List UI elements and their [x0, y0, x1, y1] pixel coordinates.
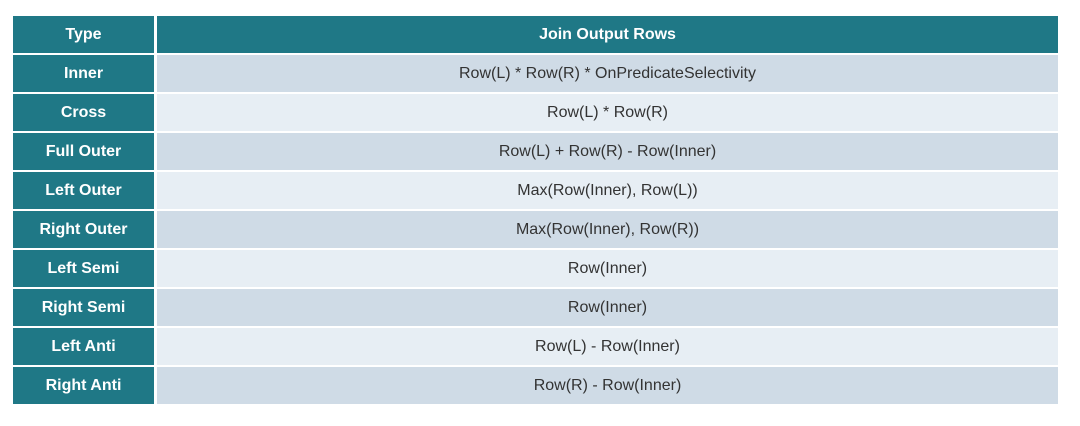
table-row: Right Semi Row(Inner) [13, 289, 1058, 328]
row-output-cell: Max(Row(Inner), Row(R)) [157, 211, 1058, 250]
row-type-cell: Left Anti [13, 328, 157, 367]
row-output-cell: Row(L) - Row(Inner) [157, 328, 1058, 367]
row-output-cell: Row(L) + Row(R) - Row(Inner) [157, 133, 1058, 172]
row-output-cell: Max(Row(Inner), Row(L)) [157, 172, 1058, 211]
row-output-cell: Row(L) * Row(R) * OnPredicateSelectivity [157, 55, 1058, 94]
table-row: Right Outer Max(Row(Inner), Row(R)) [13, 211, 1058, 250]
table-row: Inner Row(L) * Row(R) * OnPredicateSelec… [13, 55, 1058, 94]
table-row: Left Anti Row(L) - Row(Inner) [13, 328, 1058, 367]
table-row: Left Outer Max(Row(Inner), Row(L)) [13, 172, 1058, 211]
row-type-cell: Right Outer [13, 211, 157, 250]
row-output-cell: Row(R) - Row(Inner) [157, 367, 1058, 406]
row-type-cell: Left Outer [13, 172, 157, 211]
join-output-table: Type Join Output Rows Inner Row(L) * Row… [13, 16, 1058, 406]
column-header-type: Type [13, 16, 157, 55]
row-type-cell: Right Semi [13, 289, 157, 328]
table-row: Right Anti Row(R) - Row(Inner) [13, 367, 1058, 406]
row-output-cell: Row(L) * Row(R) [157, 94, 1058, 133]
table-row: Full Outer Row(L) + Row(R) - Row(Inner) [13, 133, 1058, 172]
table-row: Cross Row(L) * Row(R) [13, 94, 1058, 133]
table-row: Left Semi Row(Inner) [13, 250, 1058, 289]
row-output-cell: Row(Inner) [157, 250, 1058, 289]
column-header-output: Join Output Rows [157, 16, 1058, 55]
row-type-cell: Cross [13, 94, 157, 133]
row-type-cell: Right Anti [13, 367, 157, 406]
row-type-cell: Full Outer [13, 133, 157, 172]
row-output-cell: Row(Inner) [157, 289, 1058, 328]
row-type-cell: Inner [13, 55, 157, 94]
table-header-row: Type Join Output Rows [13, 16, 1058, 55]
row-type-cell: Left Semi [13, 250, 157, 289]
